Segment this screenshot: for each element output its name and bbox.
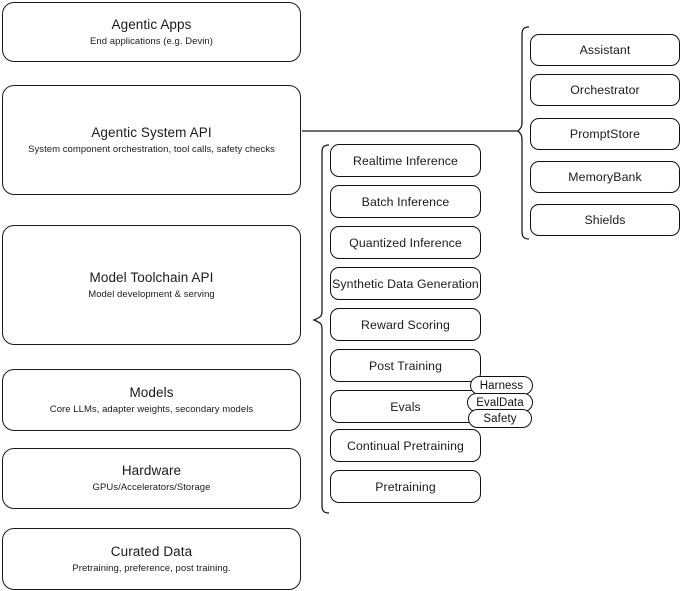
- toolchain-item-synthetic-data-generation[interactable]: Synthetic Data Generation: [330, 267, 481, 300]
- item-label: Assistant: [579, 43, 631, 57]
- layer-models[interactable]: Models Core LLMs, adapter weights, secon…: [2, 369, 301, 431]
- chip-label: Harness: [479, 379, 524, 392]
- layer-subtitle: Pretraining, preference, post training.: [72, 562, 231, 574]
- layer-subtitle: System component orchestration, tool cal…: [28, 143, 275, 155]
- item-label: Continual Pretraining: [347, 438, 464, 453]
- item-label: PromptStore: [569, 127, 641, 141]
- item-label: MemoryBank: [568, 170, 642, 184]
- layer-model-toolchain-api[interactable]: Model Toolchain API Model development & …: [2, 225, 301, 345]
- toolchain-item-pretraining[interactable]: Pretraining: [330, 470, 481, 503]
- toolchain-item-reward-scoring[interactable]: Reward Scoring: [330, 308, 481, 341]
- layer-title: Curated Data: [110, 543, 193, 559]
- toolchain-item-evals[interactable]: Evals: [330, 390, 481, 423]
- layer-hardware[interactable]: Hardware GPUs/Accelerators/Storage: [2, 448, 301, 509]
- layer-title: Models: [129, 384, 174, 400]
- item-label: Shields: [584, 213, 626, 227]
- layer-title: Hardware: [121, 463, 182, 478]
- item-label: Orchestrator: [570, 83, 640, 97]
- item-label: Quantized Inference: [349, 235, 462, 250]
- chip-label: EvalData: [476, 396, 524, 409]
- layer-subtitle: Model development & serving: [88, 288, 215, 300]
- agentic-item-shields[interactable]: Shields: [530, 204, 680, 236]
- layer-subtitle: End applications (e.g. Devin): [90, 35, 213, 47]
- item-label: Batch Inference: [361, 194, 450, 209]
- item-label: Evals: [390, 399, 421, 414]
- toolchain-item-realtime-inference[interactable]: Realtime Inference: [330, 144, 481, 177]
- layer-title: Model Toolchain API: [89, 269, 214, 285]
- item-label: Pretraining: [375, 479, 436, 494]
- agentic-item-memorybank[interactable]: MemoryBank: [530, 161, 680, 193]
- agentic-item-orchestrator[interactable]: Orchestrator: [530, 74, 680, 106]
- layer-subtitle: Core LLMs, adapter weights, secondary mo…: [49, 403, 254, 415]
- item-label: Post Training: [368, 358, 443, 373]
- toolchain-item-post-training[interactable]: Post Training: [330, 349, 481, 382]
- layer-title: Agentic Apps: [111, 16, 192, 32]
- brace-model-toolchain: [312, 144, 330, 514]
- toolchain-item-continual-pretraining[interactable]: Continual Pretraining: [330, 429, 481, 462]
- layer-agentic-apps[interactable]: Agentic Apps End applications (e.g. Devi…: [2, 2, 301, 62]
- layer-agentic-system-api[interactable]: Agentic System API System component orch…: [2, 85, 301, 195]
- layer-title: Agentic System API: [91, 124, 212, 140]
- evals-chip-safety[interactable]: Safety: [468, 409, 532, 428]
- item-label: Synthetic Data Generation: [332, 276, 479, 291]
- agentic-item-assistant[interactable]: Assistant: [530, 34, 680, 66]
- agentic-item-promptstore[interactable]: PromptStore: [530, 118, 680, 150]
- layer-curated-data[interactable]: Curated Data Pretraining, preference, po…: [2, 528, 301, 590]
- toolchain-item-quantized-inference[interactable]: Quantized Inference: [330, 226, 481, 259]
- item-label: Reward Scoring: [361, 317, 450, 332]
- layer-subtitle: GPUs/Accelerators/Storage: [92, 482, 211, 493]
- item-label: Realtime Inference: [352, 153, 458, 168]
- toolchain-item-batch-inference[interactable]: Batch Inference: [330, 185, 481, 218]
- brace-agentic-system: [517, 26, 530, 240]
- chip-label: Safety: [483, 412, 517, 425]
